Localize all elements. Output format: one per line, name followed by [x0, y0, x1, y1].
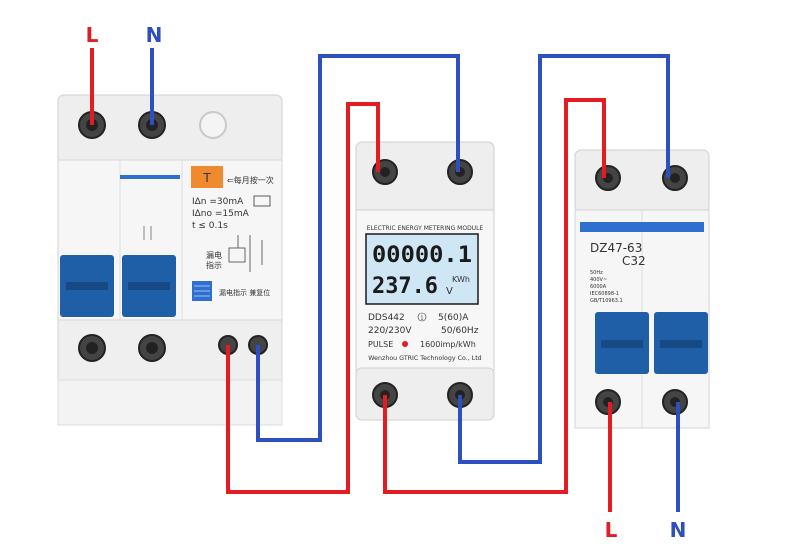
meter-pulse-led	[402, 341, 408, 347]
output-neutral-label: N	[670, 518, 687, 542]
rcbo-breaker: T ⇐每月按一次 IΔn =30mA IΔno =15mA t ≤ 0.1s 漏…	[57, 94, 283, 426]
rcbo-test-window	[199, 111, 227, 139]
svg-text:C32: C32	[622, 254, 646, 268]
rcbo-to-meter-neutral-wire	[256, 54, 460, 442]
rcbo-to-meter-live-wire	[226, 102, 380, 494]
meter-to-mcb-live-wire	[383, 98, 606, 494]
svg-text:IΔn =30mA: IΔn =30mA	[192, 197, 244, 207]
svg-text:237.6: 237.6	[372, 274, 438, 299]
svg-text:DZ47-63: DZ47-63	[590, 241, 642, 255]
energy-meter: ELECTRIC ENERGY METERING MODULE 00000.1 …	[355, 141, 495, 421]
svg-text:V: V	[446, 286, 453, 297]
rcbo-leak-indicator: 漏电指示	[206, 250, 222, 270]
svg-text:1600imp/kWh: 1600imp/kWh	[420, 340, 476, 349]
meter-lcd	[365, 233, 479, 305]
svg-text:Wenzhou GTRIC Technology Co.,: Wenzhou GTRIC Technology Co., Ltd	[368, 355, 481, 362]
svg-text:t ≤ 0.1s: t ≤ 0.1s	[192, 221, 228, 231]
svg-text:220/230V: 220/230V	[368, 326, 412, 336]
svg-text:50/60Hz: 50/60Hz	[441, 326, 479, 336]
rcbo-test-button	[191, 166, 223, 188]
svg-text:IEC60898-1: IEC60898-1	[590, 291, 619, 297]
svg-text:400V~: 400V~	[590, 277, 607, 283]
svg-text:IΔno =15mA: IΔno =15mA	[192, 209, 250, 219]
svg-text:PULSE: PULSE	[368, 340, 393, 349]
svg-text:KWh: KWh	[452, 275, 470, 284]
svg-text:GB/T10963.1: GB/T10963.1	[590, 298, 623, 304]
svg-text:ELECTRIC ENERGY METERING MODUL: ELECTRIC ENERGY METERING MODULE	[367, 225, 484, 232]
output-live-label: L	[605, 518, 618, 542]
svg-text:T: T	[202, 171, 211, 185]
meter-to-mcb-neutral-wire	[458, 54, 670, 464]
svg-text:DDS442: DDS442	[368, 313, 405, 323]
svg-text:50Hz: 50Hz	[590, 270, 603, 276]
svg-text:1: 1	[420, 316, 423, 322]
svg-text:漏电指示 兼复位: 漏电指示 兼复位	[219, 288, 270, 297]
mcb-breaker: DZ47-63 C32 50Hz 400V~ 6000A IEC60898-1 …	[574, 149, 710, 429]
svg-text:⇐每月按一次: ⇐每月按一次	[227, 175, 274, 185]
svg-text:6000A: 6000A	[590, 284, 607, 290]
svg-text:00000.1: 00000.1	[372, 243, 472, 268]
svg-text:5(60)A: 5(60)A	[438, 313, 469, 323]
wires	[90, 48, 680, 512]
input-live-label: L	[86, 23, 99, 47]
input-neutral-label: N	[146, 23, 163, 47]
